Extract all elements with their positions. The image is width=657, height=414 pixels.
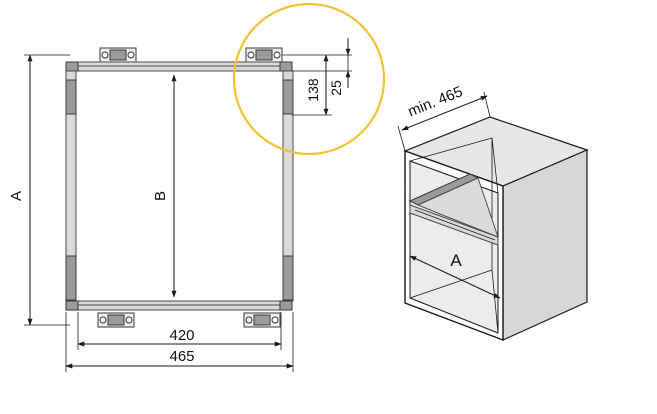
frame-right-post: [282, 70, 294, 302]
label-cabinet-A: A: [450, 251, 462, 270]
label-B: B: [152, 191, 169, 201]
label-465: 465: [169, 348, 194, 365]
label-min-465: min. 465: [405, 83, 465, 120]
label-138: 138: [305, 78, 321, 102]
bottom-mount-bracket-left: [97, 312, 135, 328]
label-420: 420: [169, 327, 194, 344]
frame-top-rail: [65, 61, 293, 72]
label-A: A: [8, 191, 25, 201]
bottom-mount-bracket-right: [243, 312, 281, 328]
label-25: 25: [328, 80, 344, 96]
dim-line-cabinet-A: [409, 255, 501, 299]
detail-highlight-circle: [232, 2, 386, 156]
front-view: A: [8, 2, 386, 372]
top-mount-bracket-right: [245, 47, 283, 63]
pullout-rail: [408, 173, 499, 246]
top-mount-bracket-left: [99, 47, 137, 63]
cabinet-view: min. 465 A: [397, 83, 589, 342]
dim-line-min-465: [401, 95, 488, 131]
frame-bottom-rail: [65, 300, 293, 311]
frame-left-post: [65, 70, 77, 302]
